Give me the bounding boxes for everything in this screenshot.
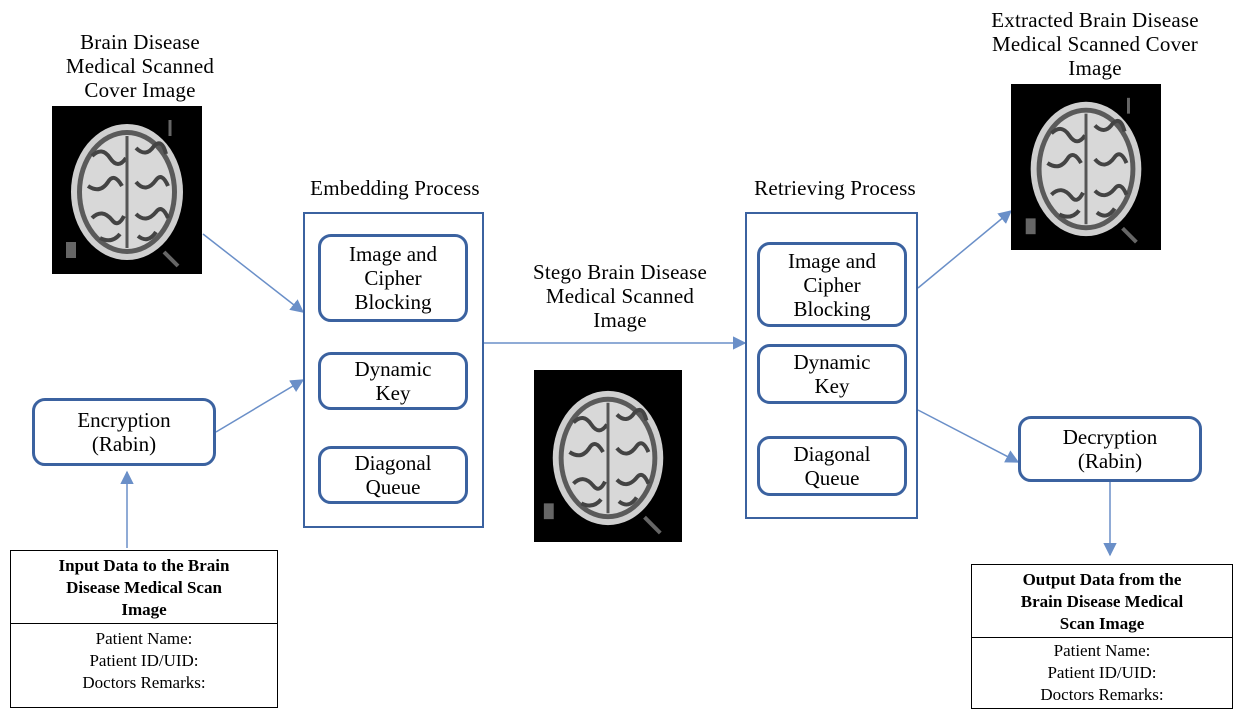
- embedding-process-box: Image and Cipher Blocking Dynamic Key Di…: [303, 212, 484, 528]
- brain-scan-graphic: [1025, 97, 1142, 244]
- arrow-retrieving-to-extracted: [917, 210, 1013, 289]
- arrow-retrieving-to-decryption: [917, 409, 1020, 463]
- extracted-image-title: Extracted Brain Disease Medical Scanned …: [991, 8, 1199, 80]
- cover-image-title: Brain Disease Medical Scanned Cover Imag…: [65, 30, 215, 102]
- input-table-header: Input Data to the Brain Disease Medical …: [11, 551, 277, 624]
- stego-image-title: Stego Brain Disease Medical Scanned Imag…: [532, 260, 708, 332]
- retrieving-process-box: Image and Cipher Blocking Dynamic Key Di…: [745, 212, 918, 519]
- arrow-cover-to-embedding: [202, 233, 305, 313]
- stego-brain-scan-image: [534, 370, 682, 542]
- decryption-box: Decryption (Rabin): [1018, 416, 1202, 482]
- retrieving-step-dynamic-key: Dynamic Key: [757, 344, 907, 404]
- embedding-step-dynamic-key: Dynamic Key: [318, 352, 468, 410]
- output-data-table: Output Data from the Brain Disease Medic…: [971, 564, 1233, 709]
- retrieving-step-diagonal-queue: Diagonal Queue: [757, 436, 907, 496]
- output-field-patient-name: Patient Name:: [1053, 641, 1151, 660]
- arrow-encryption-to-embedding: [215, 379, 305, 433]
- brain-scan-graphic: [543, 390, 664, 535]
- brain-scan-graphic: [66, 120, 183, 268]
- retrieving-process-title: Retrieving Process: [754, 176, 916, 200]
- embedding-process-title: Embedding Process: [310, 176, 480, 200]
- output-field-doctors-remarks: Doctors Remarks:: [1040, 685, 1164, 704]
- extracted-brain-scan-image: [1011, 84, 1161, 250]
- input-data-table: Input Data to the Brain Disease Medical …: [10, 550, 278, 708]
- embedding-step-image-cipher-blocking: Image and Cipher Blocking: [318, 234, 468, 322]
- output-field-patient-id: Patient ID/UID:: [1047, 663, 1157, 682]
- encryption-box: Encryption (Rabin): [32, 398, 216, 466]
- output-table-header: Output Data from the Brain Disease Medic…: [972, 565, 1232, 638]
- embedding-step-diagonal-queue: Diagonal Queue: [318, 446, 468, 504]
- input-field-patient-id: Patient ID/UID:: [89, 651, 199, 670]
- retrieving-step-image-cipher-blocking: Image and Cipher Blocking: [757, 242, 907, 327]
- input-field-patient-name: Patient Name:: [95, 629, 193, 648]
- cover-brain-scan-image: [52, 106, 202, 274]
- input-field-doctors-remarks: Doctors Remarks:: [82, 673, 206, 692]
